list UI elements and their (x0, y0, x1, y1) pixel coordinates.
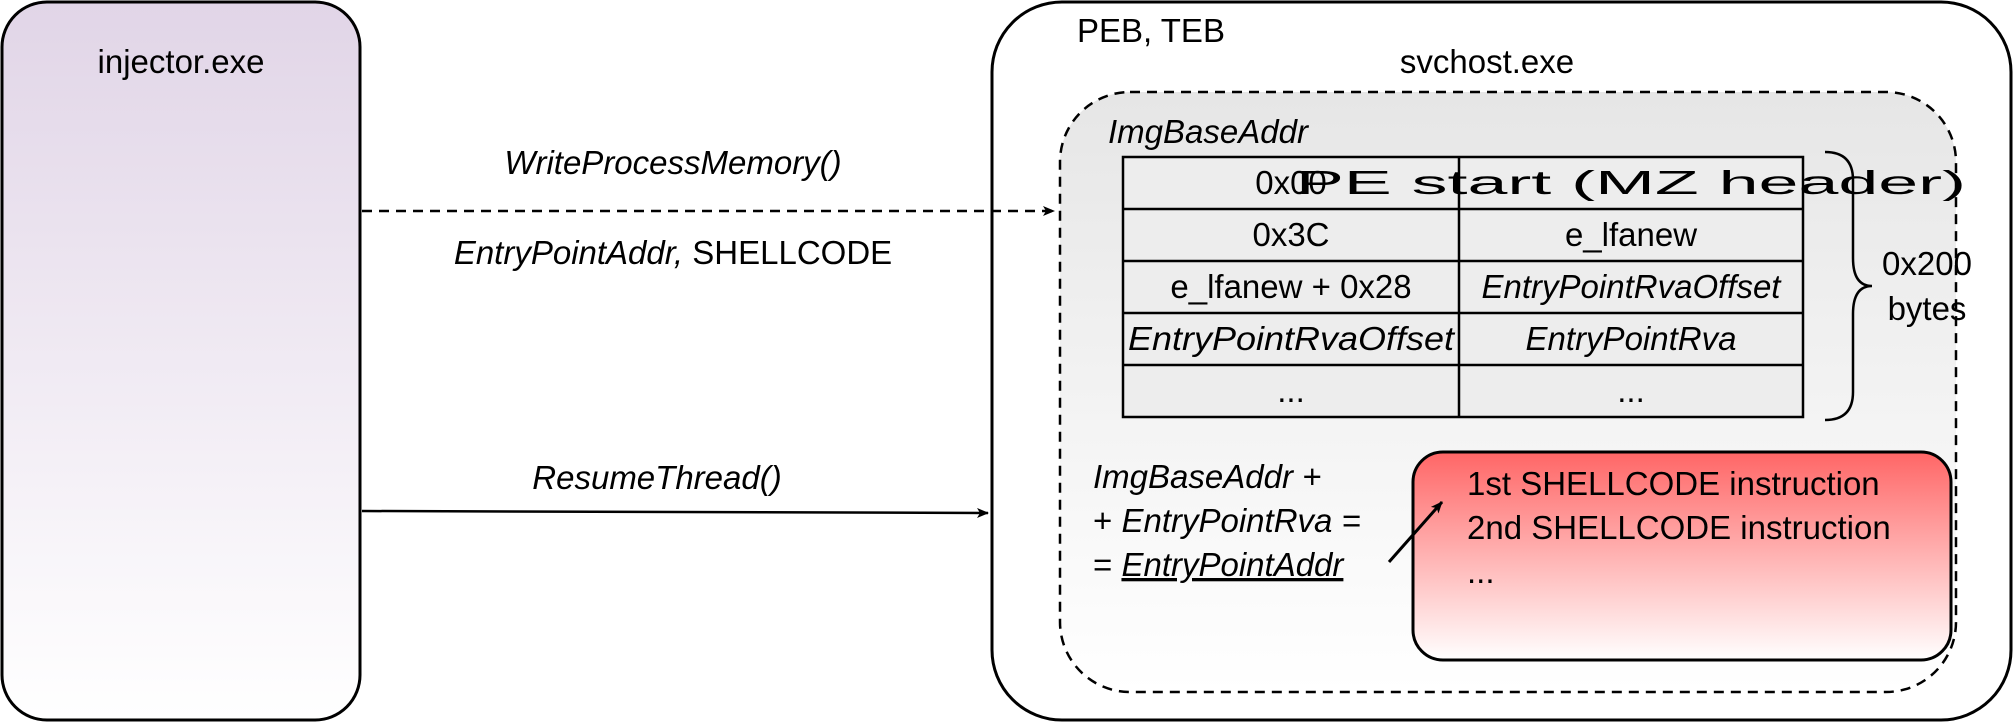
resume-thread-label: ResumeThread() (532, 459, 781, 496)
table-cell: e_lfanew (1565, 216, 1697, 253)
write-memory-arg-addr: EntryPointAddr, (454, 234, 683, 271)
formula-line-2-prefix: + (1093, 502, 1121, 539)
write-memory-label: WriteProcessMemory() (504, 144, 841, 181)
size-label-value: 0x200 (1882, 245, 1972, 282)
entry-point-formula: ImgBaseAddr + + EntryPointRva = = EntryP… (1093, 458, 1361, 583)
size-label-unit: bytes (1888, 290, 1967, 327)
formula-line-3-var: EntryPointAddr (1121, 546, 1345, 583)
formula-line-2: + EntryPointRva = (1093, 502, 1361, 539)
injector-box (0, 0, 362, 722)
table-cell: ... (1277, 372, 1305, 409)
resume-thread-connector: ResumeThread() (361, 459, 989, 518)
table-cell: 0x00 (1255, 164, 1327, 201)
table-cell: PE start (MZ header) (1296, 164, 1966, 201)
table-frame (1121, 155, 1805, 419)
svchost-label: svchost.exe (1400, 43, 1574, 80)
resume-thread-arrow (361, 507, 989, 518)
peb-teb-label: PEB, TEB (1077, 12, 1225, 49)
table-cell: ... (1617, 372, 1645, 409)
pe-header-table: 0x00 PE start (MZ header) 0x3C e_lfanew … (1121, 155, 1966, 419)
table-cell: e_lfanew + 0x28 (1170, 268, 1411, 305)
size-brace: 0x200 bytes (1824, 150, 1972, 422)
formula-line-2-var: EntryPointRva = (1121, 502, 1360, 539)
injector-process: injector.exe (0, 0, 362, 722)
table-cell: EntryPointRvaOffset (1482, 268, 1783, 305)
table-cell: EntryPointRva (1526, 320, 1737, 357)
write-memory-args: EntryPointAddr, SHELLCODE (454, 234, 892, 271)
shellcode-block: 1st SHELLCODE instruction 2nd SHELLCODE … (1411, 450, 1953, 662)
injector-label: injector.exe (98, 43, 265, 80)
write-memory-arg-shellcode: SHELLCODE (692, 234, 892, 271)
entry-point-arrow (1387, 501, 1444, 563)
brace-icon (1824, 150, 1873, 422)
table-cell: EntryPointRvaOffset (1128, 320, 1456, 357)
formula-line-3-prefix: = (1093, 546, 1121, 583)
formula-line-1: ImgBaseAddr + (1093, 458, 1321, 495)
shellcode-line: 2nd SHELLCODE instruction (1467, 509, 1891, 546)
write-memory-connector: WriteProcessMemory() EntryPointAddr, SHE… (362, 144, 1055, 271)
shellcode-line: ... (1467, 553, 1495, 590)
table-cell: 0x3C (1252, 216, 1329, 253)
shellcode-line: 1st SHELLCODE instruction (1467, 465, 1880, 502)
formula-line-3: = EntryPointAddr (1093, 546, 1345, 583)
shellcode-box (1411, 450, 1953, 662)
img-base-addr-label: ImgBaseAddr (1108, 113, 1310, 150)
